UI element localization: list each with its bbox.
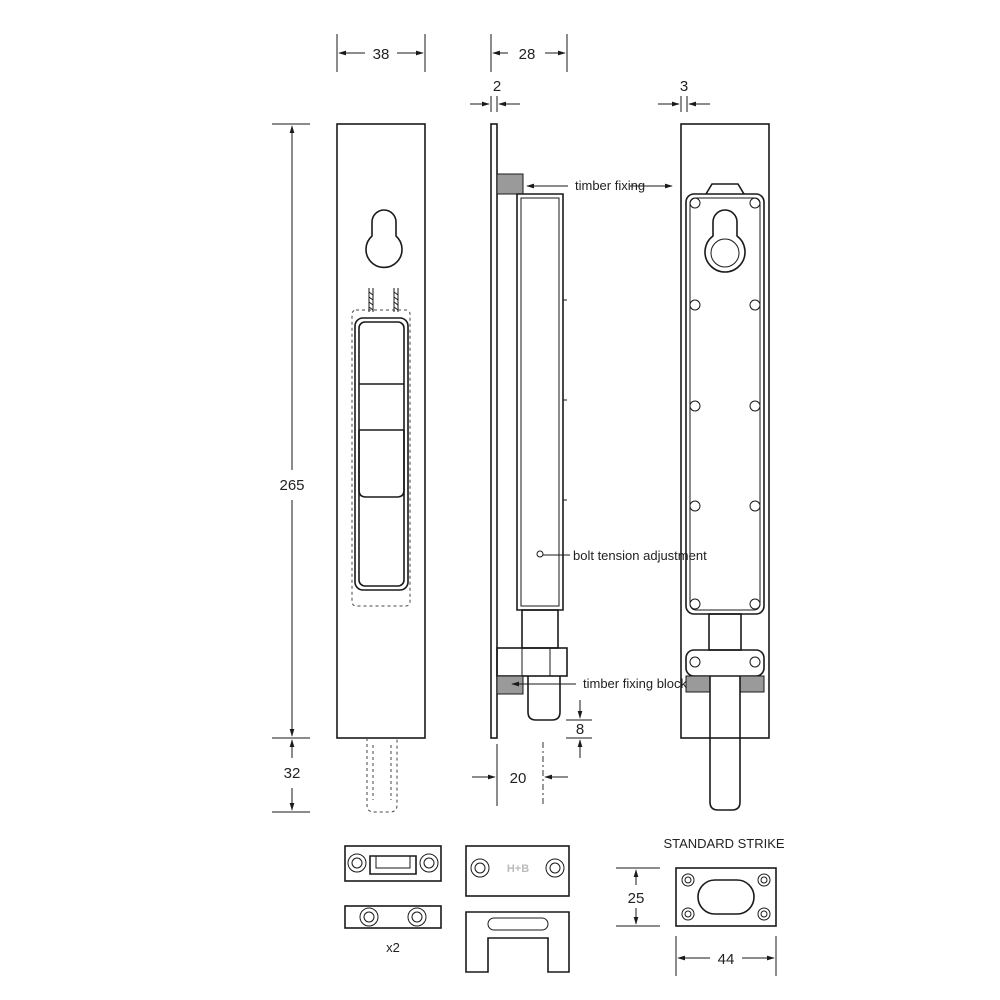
- bolt-projection: [366, 738, 398, 813]
- front-view: [336, 123, 426, 813]
- dim-back-flange: 3: [680, 78, 688, 95]
- flush-pocket-outline: [351, 309, 411, 607]
- tension-screw-icon: [536, 550, 544, 558]
- label-bolt-tension: bolt tension adjustment: [573, 548, 707, 563]
- floor-keeper-plate: [344, 845, 442, 882]
- spring-pins: [368, 288, 399, 312]
- dimension-lines: [272, 34, 777, 976]
- brand-logo: H+B: [507, 863, 529, 875]
- dim-strike-height: 25: [628, 890, 645, 907]
- dim-front-width: 38: [373, 46, 390, 63]
- back-view: [680, 123, 770, 811]
- bolt: [527, 676, 561, 721]
- dim-bolt-end: 8: [576, 721, 584, 738]
- label-timber-fixing-block: timber fixing block: [583, 676, 688, 691]
- keyhole-slot: [365, 209, 403, 269]
- label-quantity: x2: [386, 940, 400, 955]
- fixing-screws: [689, 197, 761, 668]
- dim-strike-width: 44: [718, 951, 735, 968]
- dim-height: 265: [279, 477, 304, 494]
- ferrule-box: [465, 911, 570, 973]
- label-standard-strike: STANDARD STRIKE: [663, 836, 784, 851]
- ferrule-plate: H+B: [465, 845, 570, 897]
- dim-bolt-offset: 20: [510, 770, 527, 787]
- lever-handle: [354, 317, 409, 591]
- side-view: [490, 123, 568, 806]
- standard-strike-plate: [675, 867, 777, 927]
- callout-lines: [511, 183, 673, 687]
- dim-side-depth: 28: [519, 46, 536, 63]
- dim-side-flange: 2: [493, 78, 501, 95]
- label-timber-fixing: timber fixing: [575, 178, 645, 193]
- spacer-plate: [344, 905, 442, 929]
- dim-bolt-throw: 32: [284, 765, 301, 782]
